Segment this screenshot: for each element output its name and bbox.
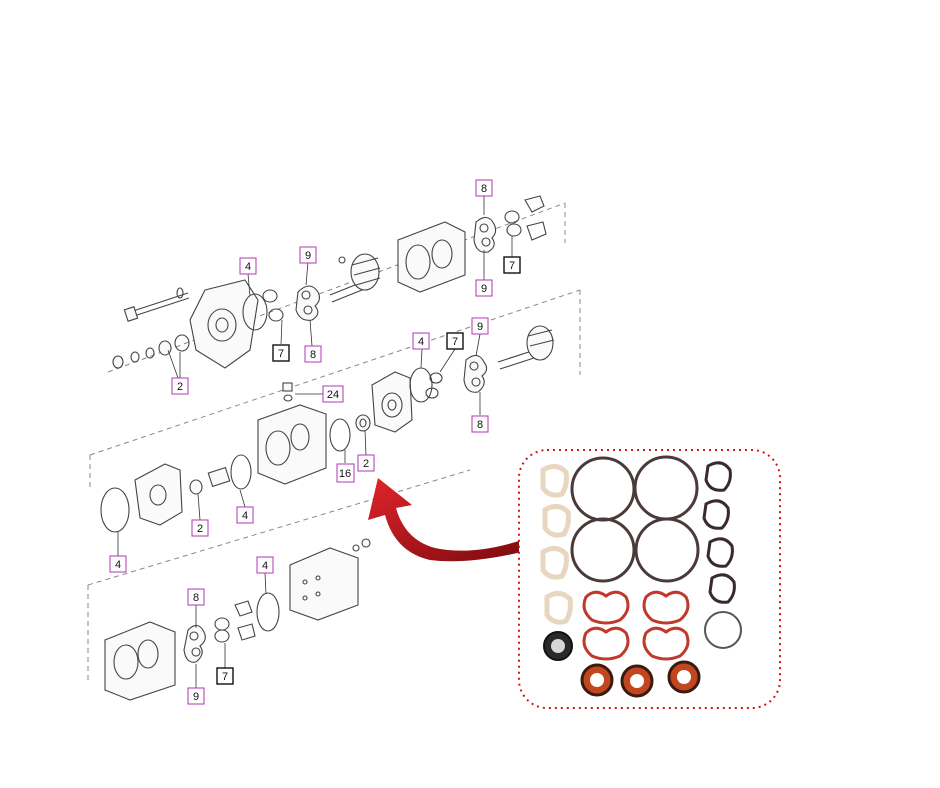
callout-7-bottom: 7 (216, 667, 234, 685)
svg-text:2: 2 (363, 458, 369, 470)
callout-4-top: 4 (239, 257, 257, 275)
svg-text:7: 7 (509, 260, 515, 272)
svg-text:8: 8 (477, 419, 483, 431)
callout-boxes: 8 9 7 4 9 7 8 2 4 7 9 8 24 16 2 4 2 4 4 … (109, 179, 521, 705)
callout-16: 16 (336, 463, 355, 483)
svg-text:2: 2 (177, 381, 183, 393)
middle-row-parts (100, 325, 555, 533)
callout-24: 24 (322, 385, 344, 403)
svg-text:7: 7 (222, 671, 228, 683)
seal-kit-panel (518, 449, 781, 709)
svg-text:8: 8 (310, 349, 316, 361)
callout-9-top: 9 (475, 279, 493, 297)
svg-text:7: 7 (452, 336, 458, 348)
svg-text:4: 4 (115, 559, 121, 571)
svg-text:9: 9 (481, 283, 487, 295)
callout-4-left: 4 (109, 555, 127, 573)
svg-text:4: 4 (242, 510, 248, 522)
callout-2-mid-right: 2 (357, 454, 375, 472)
callout-7-top: 7 (503, 256, 521, 274)
callout-4-bottom: 4 (256, 556, 274, 574)
svg-text:8: 8 (481, 183, 487, 195)
svg-text:2: 2 (197, 523, 203, 535)
svg-text:4: 4 (245, 261, 251, 273)
callout-7-top-left: 7 (272, 344, 290, 362)
bottom-row-parts (104, 538, 371, 701)
svg-text:4: 4 (262, 560, 268, 572)
callout-2-mid-left: 2 (191, 519, 209, 537)
callout-8-top-left: 8 (304, 345, 322, 363)
callout-9-mid: 9 (471, 317, 489, 335)
callout-8-bottom: 8 (187, 588, 205, 606)
callout-7-mid: 7 (446, 332, 464, 350)
callout-9-top-plate: 9 (299, 246, 317, 264)
callout-4-mid-left: 4 (236, 506, 254, 524)
pointer-arrow (368, 478, 530, 562)
svg-text:9: 9 (477, 321, 483, 333)
callout-4-mid: 4 (412, 332, 430, 350)
callout-8-top: 8 (475, 179, 493, 197)
callout-8-mid: 8 (471, 415, 489, 433)
leader-lines (117, 194, 513, 688)
callout-2-top: 2 (171, 377, 189, 395)
svg-text:7: 7 (278, 348, 284, 360)
top-row-parts (112, 195, 547, 369)
svg-text:24: 24 (327, 389, 339, 401)
svg-text:8: 8 (193, 592, 199, 604)
svg-text:16: 16 (339, 468, 351, 480)
callout-9-bottom: 9 (187, 687, 205, 705)
svg-text:4: 4 (418, 336, 424, 348)
svg-text:9: 9 (305, 250, 311, 262)
svg-text:9: 9 (193, 691, 199, 703)
